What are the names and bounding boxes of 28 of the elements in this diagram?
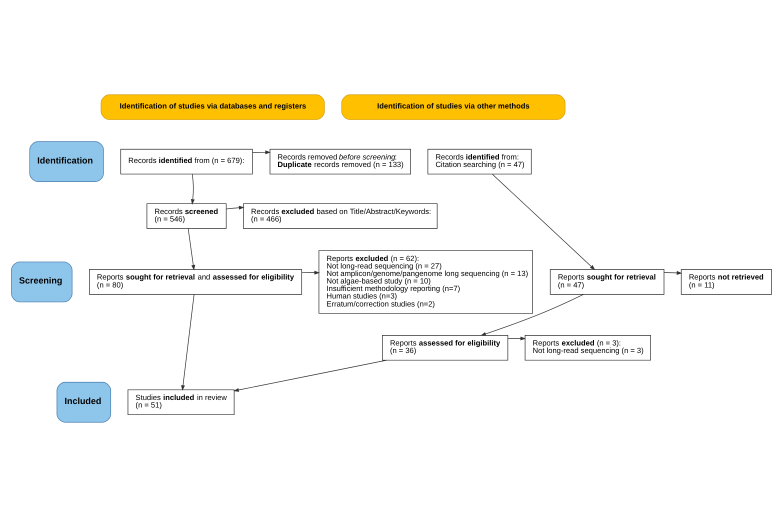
arrow [664,270,682,274]
arrow [226,205,244,210]
node-box: Records screened (n = 546) [146,202,227,228]
node-box: Records removed before screening: Duplicate records removed (n = 133) [270,148,411,174]
arrow [480,294,584,336]
arrow [252,150,271,154]
node-box: Reports not retrieved (n = 11) [680,268,772,294]
arrow [233,359,387,392]
node-box: Studies included in review (n = 51) [128,389,234,414]
arrow [188,228,196,270]
node-box: Reports excluded (n = 3): Not long-read sequencing (n = 3) [524,334,651,360]
node-box: Records identified from: Citation searching (n = 47) [428,148,532,174]
node-box: Reports assessed for eligibility (n = 36) [382,334,508,360]
node-box: Reports sought for retrieval (n = 47) [550,268,664,294]
arrow [508,336,526,340]
node-box: Identification of studies via other methods [341,94,566,120]
arrow [492,173,596,270]
node-box: Records excluded based on Title/Abstract/Keywords: (n = 466) [243,202,438,228]
arrow [302,270,320,274]
node-box: Screening [11,261,72,302]
node-box: Records identified from (n = 679): [120,148,253,174]
arrow [181,294,194,390]
node-box: Identification [29,140,104,182]
arrow [190,173,195,204]
node-box: Included [56,381,112,422]
node-box: Reports excluded (n = 62): Not long-read sequencing (n = 27) Not amplicon/genome/pangenome long sequencing (n = 13) Not algae-based study (n = 10) Insufficient methodology reporting (n=7) Human studies (n=3) Erratum/correction studies (n=2) [318,250,533,314]
node-box: Identification of studies via databases and registers [100,94,325,120]
node-box: Reports sought for retrieval and assessed for eligibility (n = 80) [89,268,302,294]
